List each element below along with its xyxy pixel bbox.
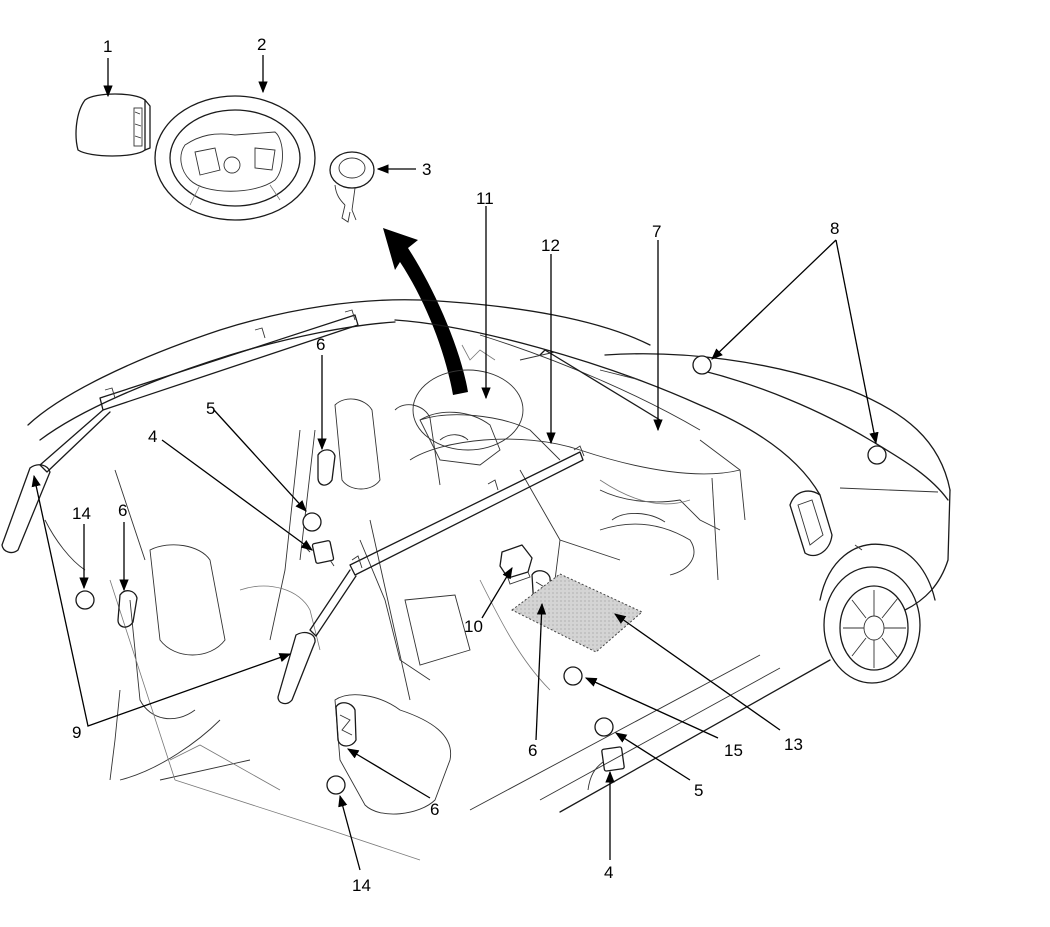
callout-9: 9: [72, 723, 81, 742]
callout-1: 1: [103, 37, 112, 56]
callout-14-left: 14: [72, 504, 91, 523]
callout-7: 7: [652, 222, 661, 241]
pressure-sensor-right: [594, 717, 614, 737]
pressure-sensor-left: [302, 512, 322, 532]
callout-6-rear-left: 6: [118, 501, 127, 520]
steering-wheel: [154, 95, 316, 221]
callout-10: 10: [464, 617, 483, 636]
clock-spring: [329, 151, 375, 223]
callout-6-rear-right: 6: [430, 800, 439, 819]
driver-airbag-module: [75, 93, 151, 157]
callout-5-left: 5: [206, 399, 215, 418]
callout-3: 3: [422, 160, 431, 179]
vehicle-outline: [27, 299, 951, 861]
rear-impact-sensor-right: [326, 775, 346, 795]
callout-15: 15: [724, 741, 743, 760]
callout-6-front-left: 6: [316, 335, 325, 354]
rear-impact-sensor-left: [75, 590, 95, 610]
side-airbag-front-left: [317, 449, 336, 486]
callout-5-right: 5: [694, 781, 703, 800]
callout-labels: 1 2 3 4 4 5 5 6 6 6 6 7 8 9 10 11 12 13 …: [72, 35, 839, 895]
callout-4-right: 4: [604, 863, 613, 882]
callout-13: 13: [784, 735, 803, 754]
side-airbag-rear-left: [117, 590, 138, 628]
occupant-classification-mat: [511, 573, 643, 653]
callout-2: 2: [257, 35, 266, 54]
callout-11: 11: [476, 189, 494, 208]
callout-14-right: 14: [352, 876, 371, 895]
callout-12: 12: [541, 236, 560, 255]
callout-6-front-right: 6: [528, 741, 537, 760]
leader-lines: [31, 55, 879, 871]
side-airbag-rear-right: [335, 702, 357, 747]
side-impact-sensor-right: [587, 746, 625, 791]
seat-belt-pretensioner-sensor: [563, 666, 583, 686]
front-impact-sensor-left: [692, 355, 712, 375]
callout-4-left: 4: [148, 427, 157, 446]
front-impact-sensor-right: [867, 445, 887, 465]
callout-8: 8: [830, 219, 839, 238]
location-arrow: [383, 228, 468, 395]
side-impact-sensor-left: [305, 540, 335, 567]
srs-control-module: [499, 544, 533, 585]
curtain-airbag-left: [1, 309, 359, 554]
curtain-airbag-right: [277, 445, 585, 705]
